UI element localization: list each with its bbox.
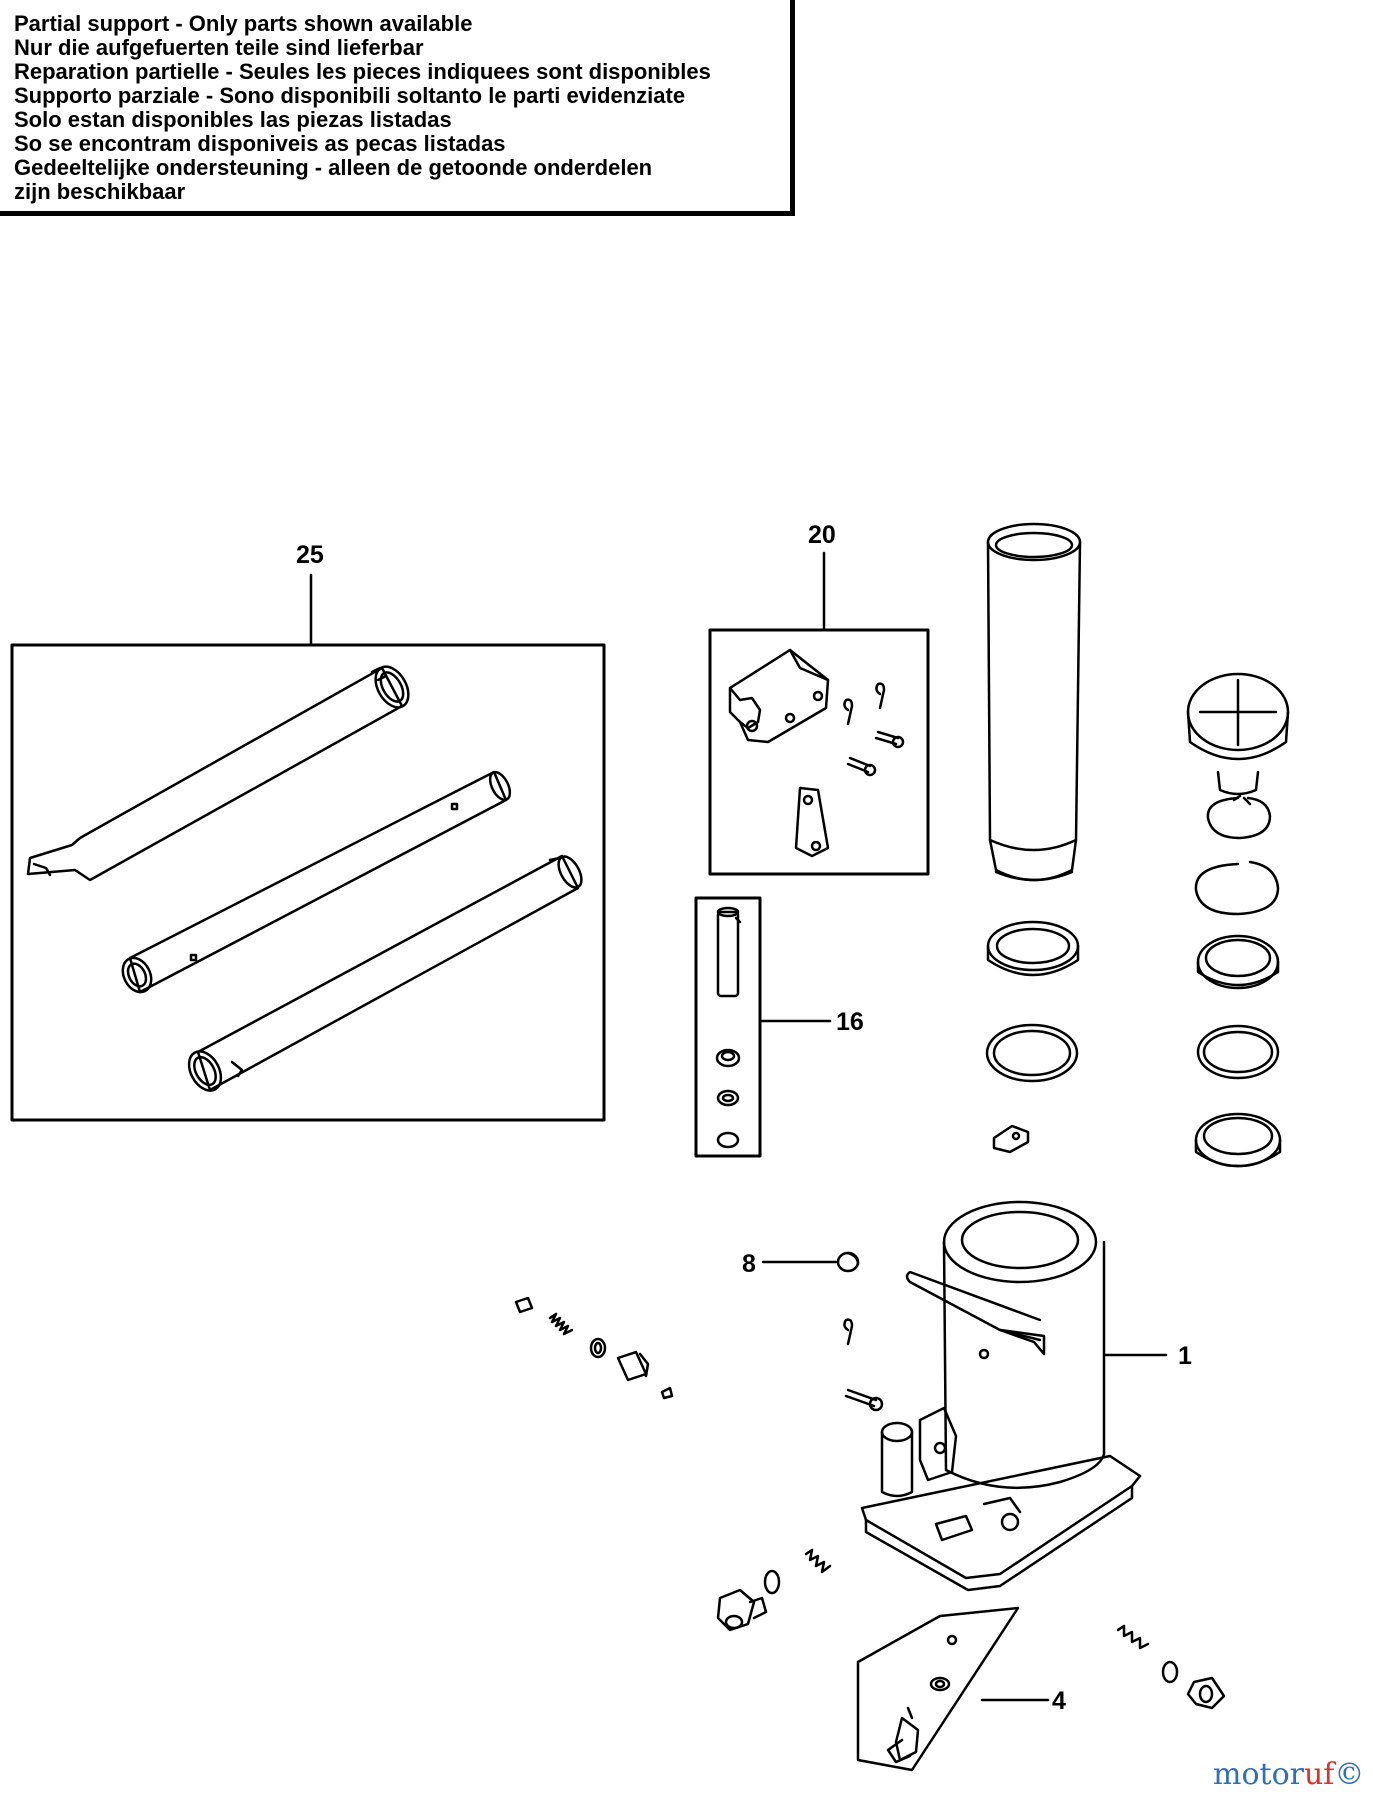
callout-16: 16 [836, 1008, 864, 1036]
valve-kit-box [694, 896, 762, 1158]
callout-1: 1 [1178, 1342, 1192, 1370]
watermark-part-1: motor [1213, 1757, 1304, 1792]
release-valve-set [856, 1606, 1050, 1772]
ram-seals [985, 920, 1080, 1154]
notice-line-de: Nur die aufgefuerten teile sind lieferba… [14, 35, 424, 60]
oil-plug-group [761, 1251, 860, 1273]
handle-set-group [10, 573, 606, 1122]
watermark-part-3: © [1334, 1757, 1365, 1792]
linkage-kit-box [708, 628, 930, 876]
handle-tube-short [187, 854, 583, 1092]
left-valve-train [514, 1296, 674, 1400]
notice-line-nl-cont: zijn beschikbaar [14, 179, 186, 204]
notice-line-it: Supporto parziale - Sono disponibili sol… [14, 83, 686, 108]
lower-right-valve [1116, 1624, 1226, 1710]
callout-25: 25 [296, 541, 324, 569]
notice-line-en: Partial support - Only parts shown avail… [14, 11, 473, 36]
jack-pin-clip [843, 1318, 884, 1412]
ram-tube [986, 522, 1082, 882]
callout-20: 20 [808, 521, 836, 549]
watermark-part-2: uf [1303, 1757, 1335, 1792]
handle-tube-long [26, 665, 410, 882]
parts-availability-notice: Partial support - Only parts shown avail… [0, 0, 795, 216]
handle-tube-middle [121, 770, 512, 994]
linkage-kit-group [708, 551, 930, 876]
lower-left-valve [716, 1548, 832, 1632]
notice-line-fr: Reparation partielle - Seules les pieces… [14, 59, 711, 84]
watermark-logo: motoruf© [1213, 1757, 1364, 1792]
top-nut [1186, 672, 1290, 796]
notice-line-nl: Gedeeltelijke ondersteuning - alleen de … [14, 155, 653, 180]
notice-line-es: Solo estan disponibles las piezas listad… [14, 107, 452, 132]
valve-kit-group [694, 896, 832, 1158]
callout-4: 4 [1052, 1687, 1066, 1715]
notice-line-pt: So se encontram disponiveis as pecas lis… [14, 131, 506, 156]
retaining-rings [1194, 794, 1282, 1168]
handle-set-box [10, 643, 606, 1122]
callout-labels: 25 20 16 8 1 4 [296, 521, 1192, 1715]
jack-body [860, 1200, 1168, 1592]
callout-8: 8 [742, 1250, 756, 1278]
